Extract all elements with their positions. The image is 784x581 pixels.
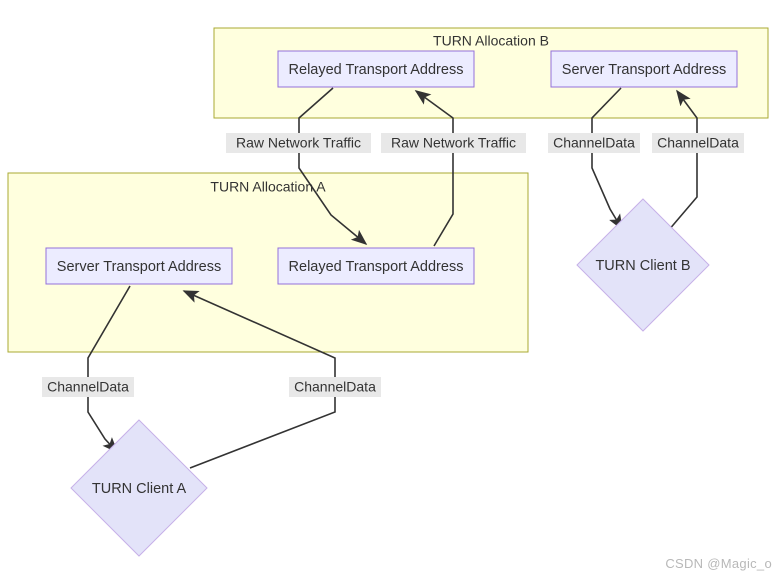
node-server-transport-address-b[interactable]: Server Transport Address	[550, 50, 738, 88]
edge-label-bg	[289, 377, 381, 397]
node-label: TURN Client A	[92, 481, 187, 497]
edge-label-bg	[42, 377, 134, 397]
node-turn-client-b[interactable]: TURN Client B	[576, 198, 710, 332]
edge-label-text: Raw Network Traffic	[236, 135, 361, 151]
edge-label-channeldata-clientb-serverb: ChannelData	[652, 133, 744, 153]
watermark-text: CSDN @Magic_o	[665, 556, 772, 571]
edge-label-bg	[226, 133, 371, 153]
node-label: Server Transport Address	[57, 259, 221, 275]
node-relayed-transport-address-b[interactable]: Relayed Transport Address	[277, 50, 475, 88]
node-diamond[interactable]	[70, 419, 208, 557]
edge-label-bg	[548, 133, 640, 153]
node-label: Relayed Transport Address	[289, 62, 464, 78]
edge-label-text: ChannelData	[294, 379, 376, 395]
edge-label-channeldata-servera-clienta: ChannelData	[42, 377, 134, 397]
edge-label-raw-network-traffic-1: Raw Network Traffic	[226, 133, 371, 153]
node-diamond[interactable]	[576, 198, 710, 332]
edge-servera-to-clienta	[87, 285, 131, 454]
node-rect[interactable]	[45, 247, 233, 285]
node-label: Relayed Transport Address	[289, 259, 464, 275]
node-server-transport-address-a[interactable]: Server Transport Address	[45, 247, 233, 285]
node-label: Server Transport Address	[562, 62, 726, 78]
edge-label-text: ChannelData	[553, 135, 635, 151]
edge-label-bg	[652, 133, 744, 153]
edge-serverb-to-clientb	[591, 87, 623, 231]
edge-relayedb-to-relayeda	[298, 87, 368, 246]
edge-label-bg	[381, 133, 526, 153]
node-rect[interactable]	[277, 247, 475, 285]
cluster-label-allocation-b: TURN Allocation B	[433, 33, 549, 49]
cluster-label-allocation-a: TURN Allocation A	[210, 179, 326, 195]
edge-relayeda-to-relayedb	[414, 90, 454, 247]
node-label: TURN Client B	[595, 258, 690, 274]
edge-label-raw-network-traffic-2: Raw Network Traffic	[381, 133, 526, 153]
node-rect[interactable]	[550, 50, 738, 88]
node-rect[interactable]	[277, 50, 475, 88]
edge-clientb-to-serverb	[667, 89, 698, 232]
node-turn-client-a[interactable]: TURN Client A	[70, 419, 208, 557]
edge-label-text: ChannelData	[47, 379, 129, 395]
edge-label-channeldata-clienta-servera: ChannelData	[289, 377, 381, 397]
edge-label-text: ChannelData	[657, 135, 739, 151]
edge-label-text: Raw Network Traffic	[391, 135, 516, 151]
edge-label-channeldata-serverb-clientb: ChannelData	[548, 133, 640, 153]
node-relayed-transport-address-a[interactable]: Relayed Transport Address	[277, 247, 475, 285]
